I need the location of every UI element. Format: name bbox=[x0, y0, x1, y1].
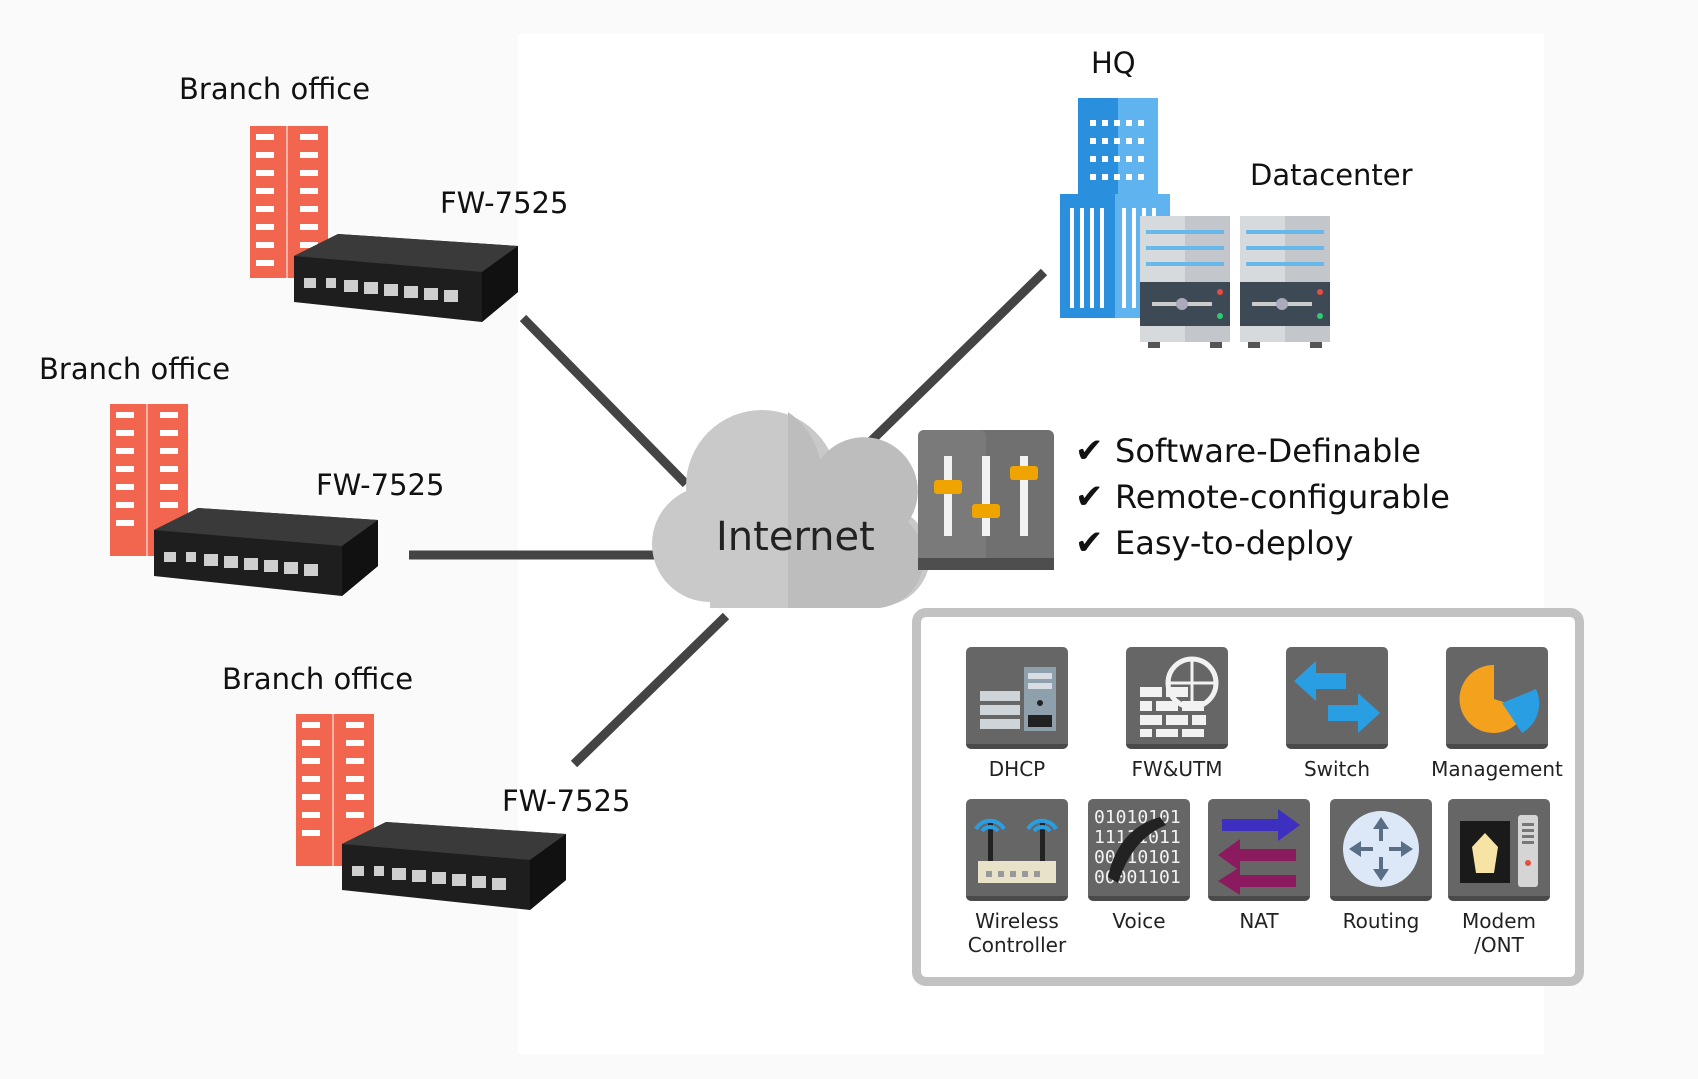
datacenter-servers-icon bbox=[1140, 216, 1330, 348]
firewall-icon bbox=[1126, 647, 1228, 749]
feature-label-line2: /ONT bbox=[1474, 933, 1524, 957]
feature-management: Management bbox=[1427, 647, 1567, 781]
modem-icon bbox=[1448, 799, 1550, 901]
link-branch-3 bbox=[570, 612, 730, 768]
binary-text: 01010101 bbox=[1094, 807, 1181, 828]
feature-wireless-controller: Wireless Controller bbox=[947, 799, 1087, 957]
voice-phone-icon: 01010101 11111011 00010101 00001101 bbox=[1088, 799, 1190, 901]
device-label: FW-7525 bbox=[440, 186, 569, 220]
feature-label: Switch bbox=[1303, 757, 1371, 781]
feature-modem-ont: Modem /ONT bbox=[1429, 799, 1569, 957]
benefit-item: ✔ Easy-to-deploy bbox=[1075, 520, 1450, 566]
branch-office-label: Branch office bbox=[39, 352, 231, 386]
benefit-label: Easy-to-deploy bbox=[1115, 524, 1354, 562]
checkmark-icon: ✔ bbox=[1075, 477, 1104, 517]
feature-label-line1: Modem bbox=[1462, 909, 1536, 933]
nat-arrows-icon bbox=[1208, 799, 1310, 901]
feature-label: Routing bbox=[1342, 909, 1420, 933]
sliders-settings-icon bbox=[918, 430, 1054, 570]
link-branch-1 bbox=[519, 314, 690, 488]
feature-nat: NAT bbox=[1189, 799, 1329, 933]
feature-label: Modem /ONT bbox=[1429, 909, 1569, 957]
internet-label: Internet bbox=[716, 514, 875, 560]
feature-switch: Switch bbox=[1267, 647, 1407, 781]
checkmark-icon: ✔ bbox=[1075, 523, 1104, 563]
checkmark-icon: ✔ bbox=[1075, 431, 1104, 471]
feature-label: FW&UTM bbox=[1131, 757, 1223, 781]
feature-label-line2: Controller bbox=[967, 933, 1067, 957]
feature-label: Voice bbox=[1112, 909, 1166, 933]
binary-text: 00010101 bbox=[1094, 847, 1181, 868]
feature-routing: Routing bbox=[1311, 799, 1451, 933]
branch-building-icon bbox=[110, 404, 188, 556]
feature-voice: 01010101 11111011 00010101 00001101 Voic… bbox=[1069, 799, 1209, 933]
feature-label: DHCP bbox=[988, 757, 1046, 781]
feature-label: Management bbox=[1431, 757, 1563, 781]
benefit-item: ✔ Software-Definable bbox=[1075, 428, 1450, 474]
feature-label: NAT bbox=[1239, 909, 1279, 933]
feature-fw-utm: FW&UTM bbox=[1107, 647, 1247, 781]
fw-7525-appliance-icon bbox=[342, 822, 566, 910]
wireless-router-icon bbox=[966, 799, 1068, 901]
fw-7525-appliance-icon bbox=[294, 234, 518, 322]
device-label: FW-7525 bbox=[316, 468, 445, 502]
feature-dhcp: DHCP bbox=[947, 647, 1087, 781]
router-icon bbox=[1330, 799, 1432, 901]
device-label: FW-7525 bbox=[502, 784, 631, 818]
benefit-label: Remote-configurable bbox=[1115, 478, 1450, 516]
switch-arrows-icon bbox=[1286, 647, 1388, 749]
benefit-label: Software-Definable bbox=[1115, 432, 1421, 470]
dhcp-icon bbox=[966, 647, 1068, 749]
binary-text: 00001101 bbox=[1094, 867, 1181, 888]
branch-office-label: Branch office bbox=[179, 72, 371, 106]
benefits-list: ✔ Software-Definable ✔ Remote-configurab… bbox=[1075, 428, 1450, 566]
feature-label: Wireless Controller bbox=[947, 909, 1087, 957]
pie-chart-icon bbox=[1446, 647, 1548, 749]
features-panel: DHCP FW&UTM Switch bbox=[912, 608, 1584, 986]
link-hq bbox=[864, 268, 1048, 448]
hq-label: HQ bbox=[1091, 46, 1136, 80]
internet-cloud-icon bbox=[652, 410, 930, 608]
fw-7525-appliance-icon bbox=[154, 508, 378, 596]
branch-office-label: Branch office bbox=[222, 662, 414, 696]
datacenter-label: Datacenter bbox=[1250, 158, 1413, 192]
benefit-item: ✔ Remote-configurable bbox=[1075, 474, 1450, 520]
feature-label-line1: Wireless bbox=[975, 909, 1059, 933]
